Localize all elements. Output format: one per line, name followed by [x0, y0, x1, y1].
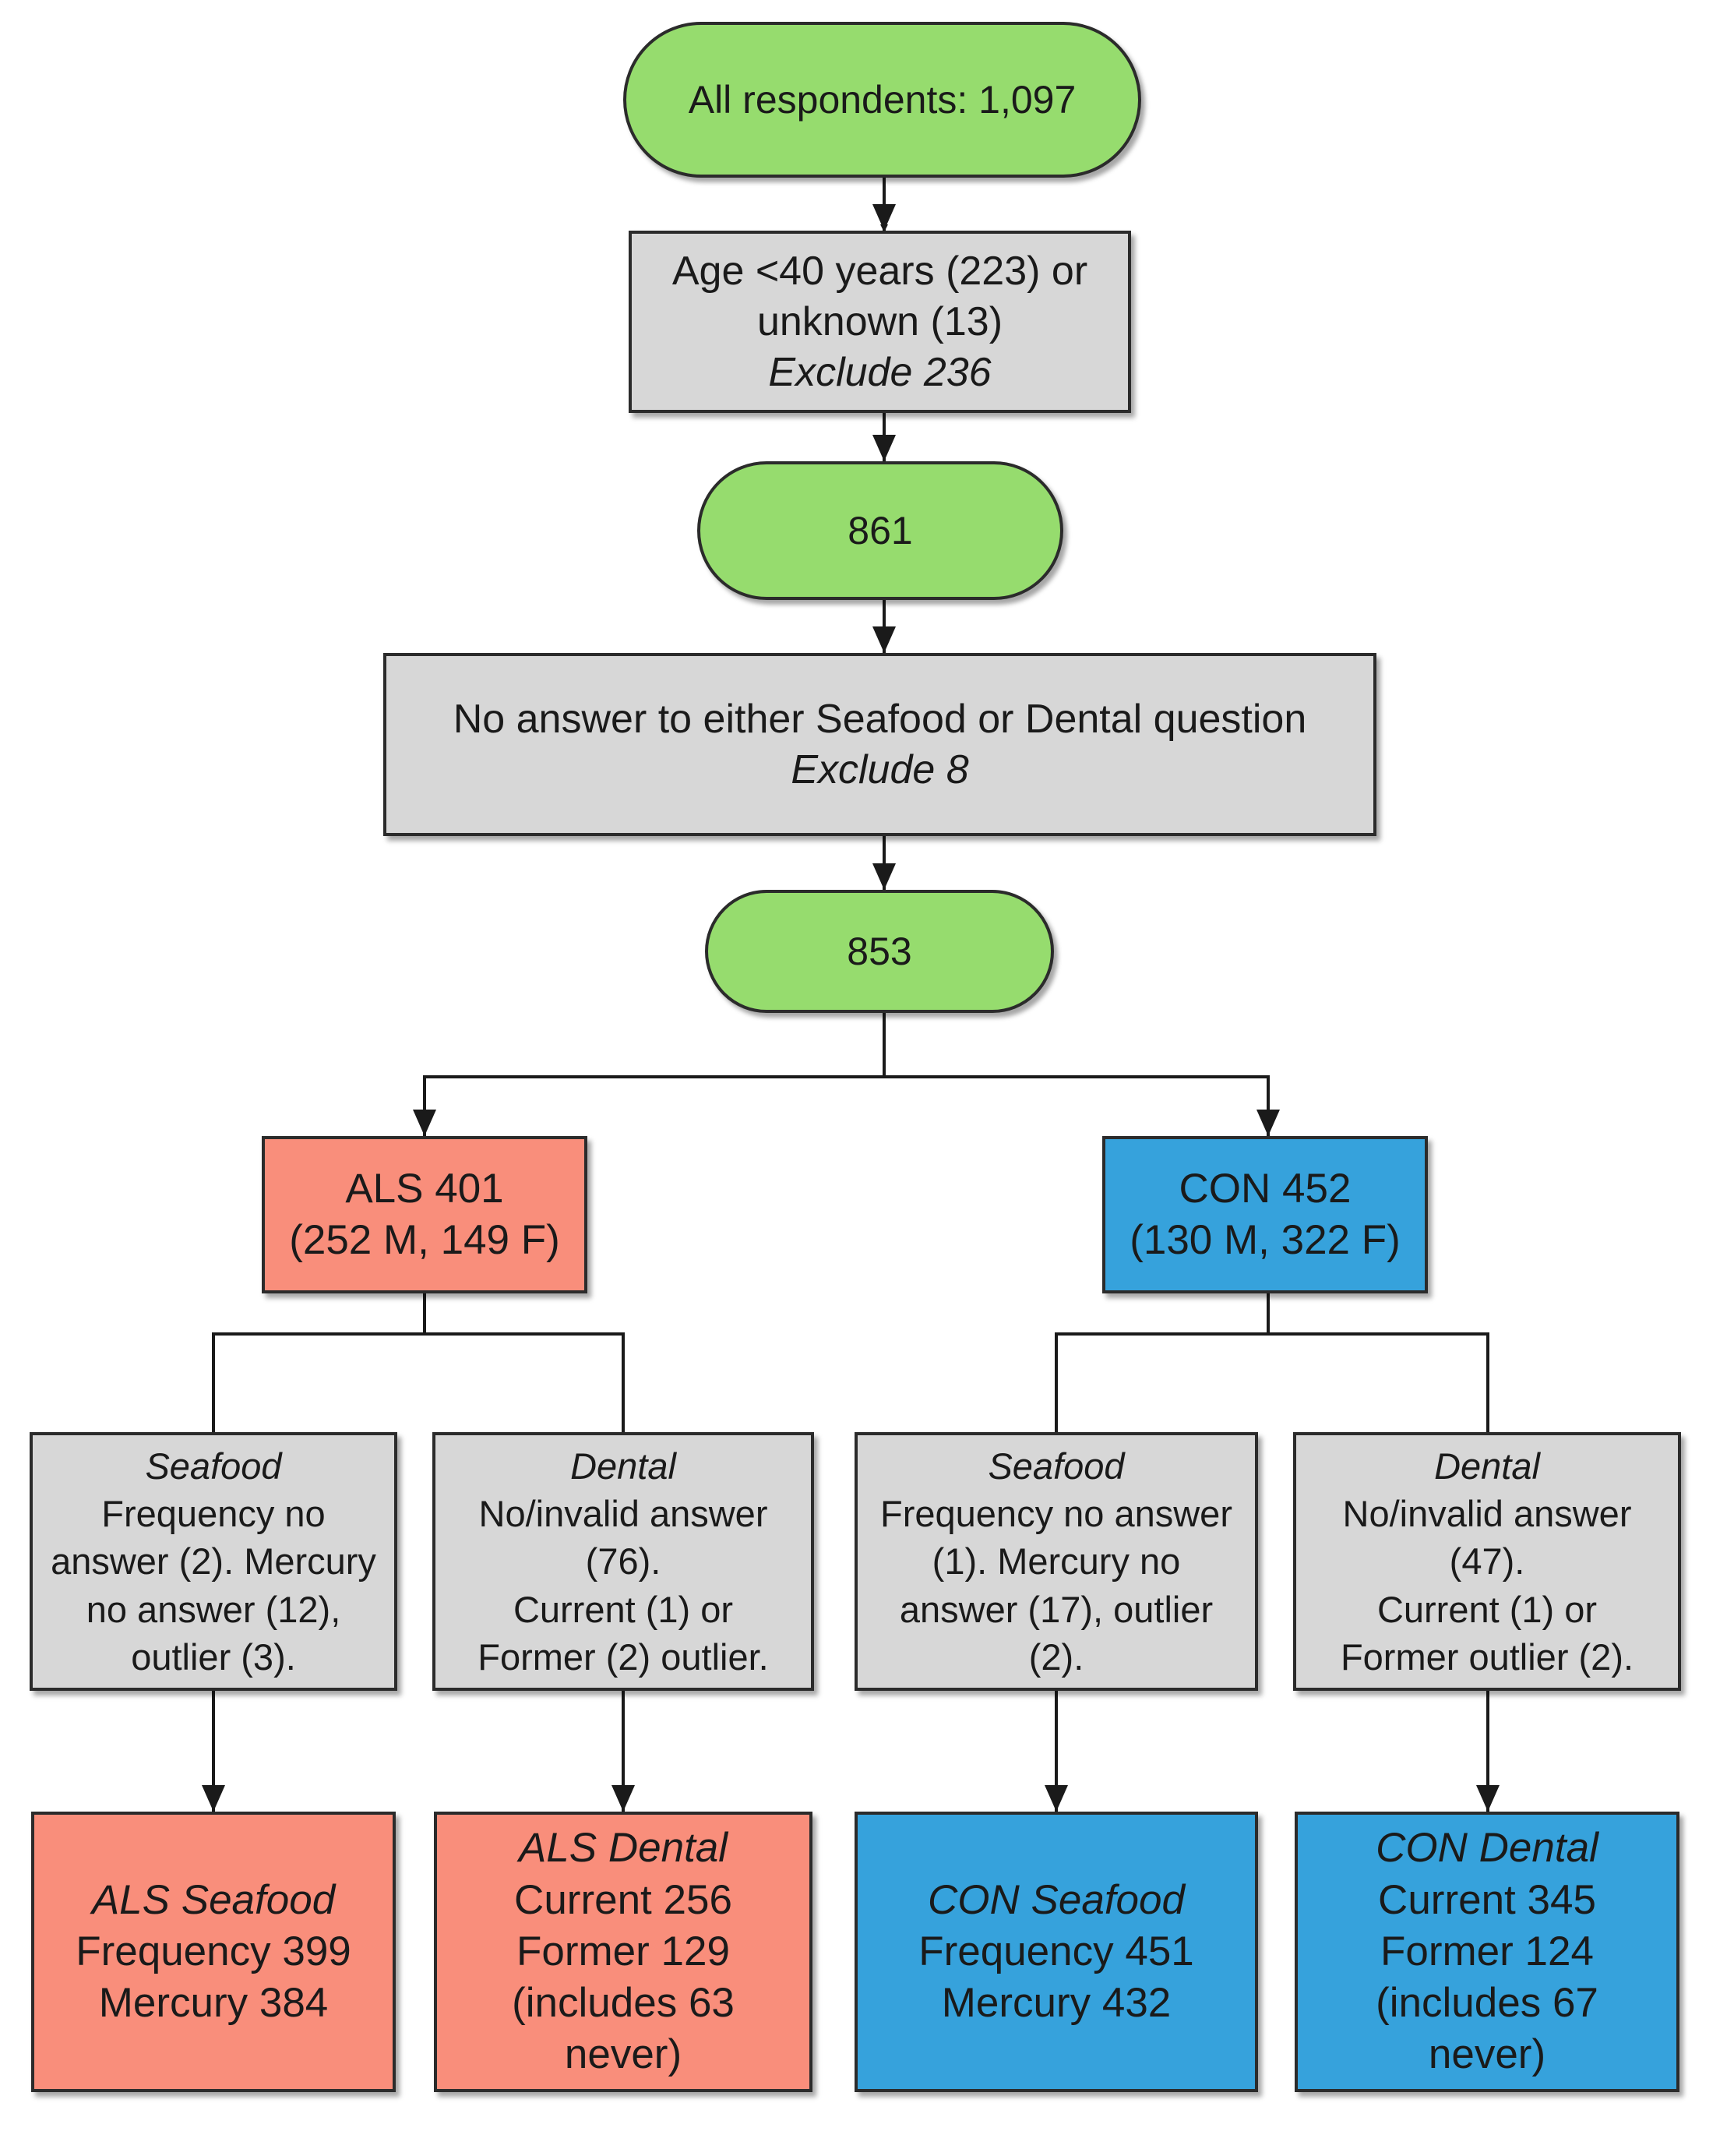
- als-dental-result-box: ALS Dental Current 256 Former 129 (inclu…: [434, 1812, 812, 2092]
- no-answer-line1: No answer to either Seafood or Dental qu…: [453, 696, 1307, 742]
- als-seafood-exclusion-l3: no answer (12),: [86, 1588, 341, 1630]
- no-answer-exclusion-box: No answer to either Seafood or Dental qu…: [383, 653, 1376, 836]
- age-exclusion-line1: Age <40 years (223) or: [671, 248, 1088, 294]
- con-dental-includes: (includes 67: [1376, 1980, 1598, 2027]
- count-853-node: 853: [705, 890, 1054, 1013]
- als-seafood-result-box: ALS Seafood Frequency 399 Mercury 384: [31, 1812, 396, 2092]
- als-dental-exclusion-title: Dental: [570, 1445, 676, 1487]
- con-dental-exclusion-title: Dental: [1434, 1445, 1540, 1487]
- con-dental-former: Former 124: [1380, 1928, 1594, 1974]
- arrowhead: [1256, 1110, 1280, 1136]
- con-group-total: CON 452: [1179, 1165, 1352, 1212]
- als-group-box: ALS 401 (252 M, 149 F): [262, 1136, 587, 1293]
- als-dental-former: Former 129: [516, 1928, 730, 1974]
- con-dental-exclusion-box: Dental No/invalid answer (47). Current (…: [1293, 1432, 1681, 1691]
- als-seafood-exclusion-l4: outlier (3).: [131, 1636, 296, 1678]
- arrowhead: [611, 1785, 635, 1812]
- all-respondents-node: All respondents: 1,097: [623, 22, 1141, 178]
- als-dental-exclusion-l3: Current (1) or: [513, 1588, 734, 1630]
- count-861-label: 861: [848, 508, 913, 552]
- als-seafood-exclusion-l1: Frequency no: [101, 1493, 326, 1535]
- con-dental-exclusion-l2: (47).: [1449, 1540, 1525, 1583]
- con-dental-never: never): [1428, 2031, 1546, 2078]
- split-853: [423, 1013, 886, 1136]
- con-seafood-exclusion-box: Seafood Frequency no answer (1). Mercury…: [855, 1432, 1258, 1691]
- arrowhead: [872, 204, 896, 231]
- als-dental-includes: (includes 63: [512, 1980, 735, 2027]
- con-seafood-result-box: CON Seafood Frequency 451 Mercury 432: [855, 1812, 1258, 2092]
- arrowhead: [872, 626, 896, 653]
- als-seafood-exclusion-title: Seafood: [145, 1445, 282, 1487]
- split-853-right: [884, 1075, 1270, 1136]
- als-dental-exclusion-box: Dental No/invalid answer (76). Current (…: [432, 1432, 814, 1691]
- als-group-sex: (252 M, 149 F): [289, 1217, 560, 1263]
- no-answer-count: Exclude 8: [791, 746, 969, 792]
- con-dental-exclusion-l1: No/invalid answer: [1342, 1493, 1632, 1535]
- con-dental-exclusion-l3: Current (1) or: [1376, 1588, 1598, 1630]
- split-con-right: [1268, 1332, 1489, 1432]
- split-als-right: [425, 1332, 625, 1432]
- count-861-node: 861: [697, 461, 1063, 600]
- arrowhead: [413, 1110, 436, 1136]
- als-group-total: ALS 401: [345, 1165, 504, 1212]
- split-als: [212, 1293, 426, 1432]
- con-seafood-mercury: Mercury 432: [941, 1980, 1172, 2027]
- als-seafood-result-title: ALS Seafood: [91, 1876, 336, 1923]
- als-seafood-exclusion-l2: answer (2). Mercury: [51, 1540, 376, 1583]
- con-seafood-exclusion-l1: Frequency no answer: [880, 1493, 1232, 1535]
- als-dental-current: Current 256: [514, 1876, 732, 1923]
- con-seafood-exclusion-title: Seafood: [988, 1445, 1125, 1487]
- als-dental-result-title: ALS Dental: [518, 1825, 728, 1872]
- age-exclusion-count: Exclude 236: [768, 349, 992, 395]
- arrowhead: [872, 863, 896, 890]
- con-dental-result-box: CON Dental Current 345 Former 124 (inclu…: [1295, 1812, 1679, 2092]
- all-respondents-label: All respondents: 1,097: [688, 77, 1077, 122]
- als-dental-never: never): [564, 2031, 682, 2078]
- con-seafood-result-title: CON Seafood: [928, 1876, 1185, 1923]
- count-853-label: 853: [847, 929, 912, 973]
- split-con: [1055, 1293, 1270, 1432]
- als-dental-exclusion-l2: (76).: [585, 1540, 661, 1583]
- con-seafood-exclusion-l4: (2).: [1028, 1636, 1084, 1678]
- con-dental-exclusion-l4: Former outlier (2).: [1340, 1636, 1634, 1678]
- con-group-box: CON 452 (130 M, 322 F): [1102, 1136, 1428, 1293]
- arrowhead: [1045, 1785, 1068, 1812]
- con-seafood-exclusion-l2: (1). Mercury no: [932, 1540, 1181, 1583]
- als-seafood-mercury: Mercury 384: [98, 1980, 329, 2027]
- als-seafood-exclusion-box: Seafood Frequency no answer (2). Mercury…: [30, 1432, 397, 1691]
- arrowhead: [872, 435, 896, 461]
- als-dental-exclusion-l1: No/invalid answer: [478, 1493, 768, 1535]
- con-group-sex: (130 M, 322 F): [1130, 1217, 1401, 1263]
- arrowhead: [1476, 1785, 1500, 1812]
- arrowhead: [202, 1785, 225, 1812]
- als-dental-exclusion-l4: Former (2) outlier.: [478, 1636, 769, 1678]
- con-seafood-exclusion-l3: answer (17), outlier: [899, 1588, 1214, 1630]
- con-dental-current: Current 345: [1378, 1876, 1596, 1923]
- age-exclusion-box: Age <40 years (223) or unknown (13) Excl…: [629, 231, 1131, 413]
- age-exclusion-line2: unknown (13): [756, 298, 1003, 344]
- als-seafood-frequency: Frequency 399: [76, 1928, 351, 1974]
- con-seafood-frequency: Frequency 451: [918, 1928, 1194, 1974]
- con-dental-result-title: CON Dental: [1376, 1825, 1598, 1872]
